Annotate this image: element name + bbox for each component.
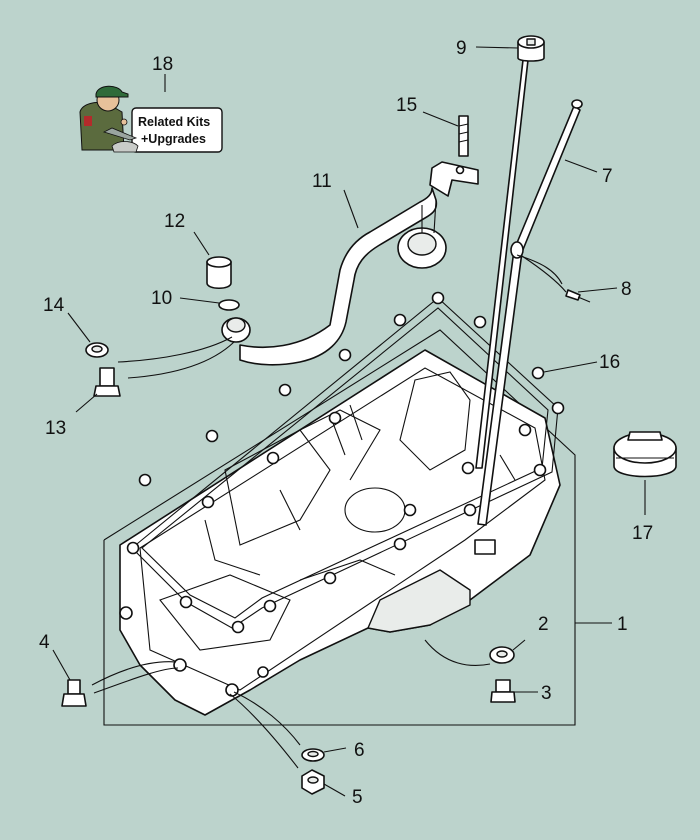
related-kits-line2: +Upgrades <box>141 132 206 146</box>
o-ring[interactable] <box>218 299 240 311</box>
oil-pickup-pipe[interactable] <box>221 161 479 366</box>
tube-screw[interactable] <box>565 289 591 303</box>
callout-18[interactable]: 18 <box>152 54 173 75</box>
sump-plug[interactable] <box>490 679 516 703</box>
pan-gasket[interactable] <box>126 291 565 634</box>
drain-bolt[interactable] <box>93 367 121 397</box>
related-kits-line1: Related Kits <box>138 115 210 129</box>
callout-8[interactable]: 8 <box>621 279 632 300</box>
dipstick-tube[interactable] <box>477 99 583 526</box>
callout-3[interactable]: 3 <box>541 683 552 704</box>
callout-2[interactable]: 2 <box>538 614 549 635</box>
gasket-bolt-holes <box>126 291 565 634</box>
callout-14[interactable]: 14 <box>43 295 65 316</box>
pickup-sleeve[interactable] <box>206 256 232 290</box>
breather-cap[interactable] <box>613 431 677 478</box>
callout-10[interactable]: 10 <box>151 288 172 309</box>
callout-16[interactable]: 16 <box>599 352 620 373</box>
mechanic-icon <box>79 85 139 153</box>
callout-15[interactable]: 15 <box>396 95 417 116</box>
callout-11[interactable]: 11 <box>312 171 332 192</box>
dipstick[interactable] <box>475 35 545 469</box>
sump-washer[interactable] <box>489 646 515 664</box>
callout-12[interactable]: 12 <box>164 211 185 232</box>
stud[interactable] <box>458 115 469 157</box>
callout-1[interactable]: 1 <box>617 614 628 635</box>
drain-washer[interactable] <box>85 342 109 358</box>
related-kits-badge[interactable]: Related Kits +Upgrades <box>79 85 223 153</box>
callout-labels: 1 2 3 4 5 6 7 8 9 10 11 12 13 14 15 16 1… <box>39 38 653 808</box>
pan-bolt[interactable] <box>61 679 87 707</box>
flange-nut[interactable] <box>301 769 325 795</box>
callout-13[interactable]: 13 <box>45 418 66 439</box>
callout-7[interactable]: 7 <box>602 166 613 187</box>
callout-4[interactable]: 4 <box>39 632 50 653</box>
callout-5[interactable]: 5 <box>352 787 363 808</box>
callout-9[interactable]: 9 <box>456 38 467 59</box>
callout-6[interactable]: 6 <box>354 740 365 761</box>
flange-washer[interactable] <box>301 748 325 762</box>
oil-pan[interactable] <box>119 349 561 716</box>
assembly-frame <box>103 329 576 726</box>
callout-17[interactable]: 17 <box>632 523 653 544</box>
leader-lines <box>52 46 646 797</box>
